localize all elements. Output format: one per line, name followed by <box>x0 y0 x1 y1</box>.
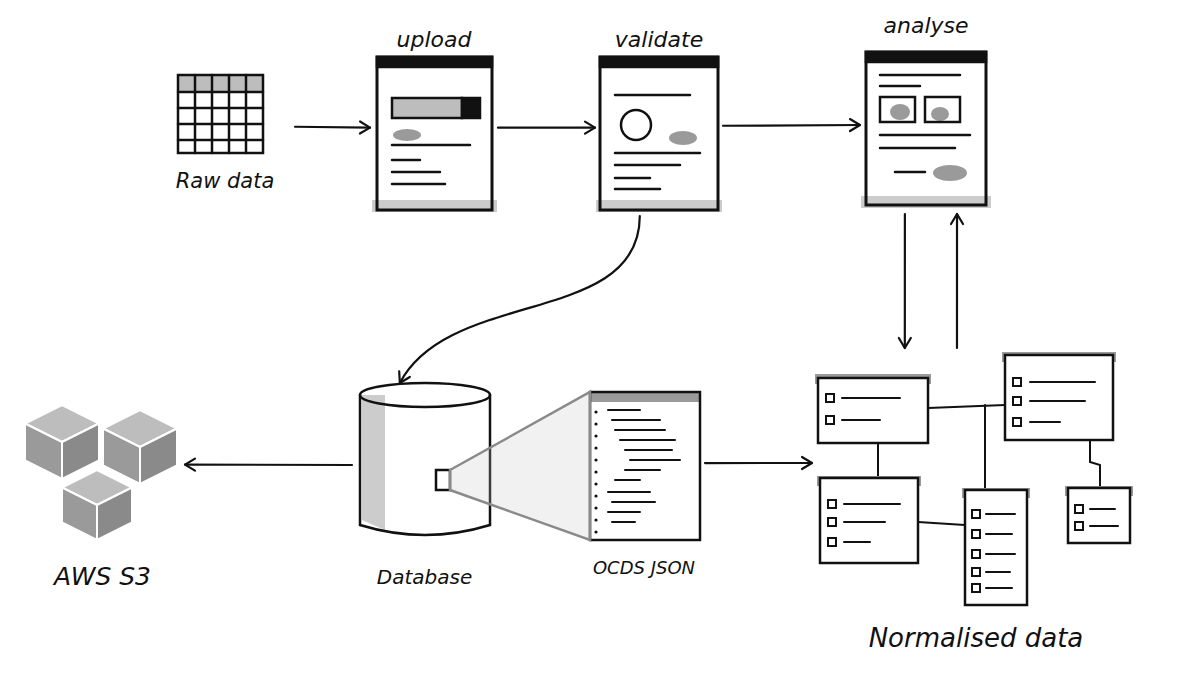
node-label: Raw data <box>131 170 319 193</box>
flow-arrow <box>705 462 812 464</box>
diagram-node: analyse <box>860 14 992 214</box>
node-label: Database <box>328 566 521 588</box>
flow-arrow <box>185 464 352 467</box>
diagram-node: upload <box>370 28 498 216</box>
flow-arrow <box>904 214 906 348</box>
node-label: OCDS JSON <box>559 558 729 578</box>
diagram-node: OCDS JSON <box>583 388 705 578</box>
flow-arrow <box>498 127 595 129</box>
flow-arrow <box>723 124 860 127</box>
node-label: validate <box>571 28 747 52</box>
node-label: AWS S3 <box>0 563 209 591</box>
node-label: Normalised data <box>788 624 1164 653</box>
flow-arrow <box>450 392 590 540</box>
node-label: upload <box>346 28 522 52</box>
flow-arrow <box>295 126 370 129</box>
diagram-node: Normalised data <box>812 348 1140 653</box>
diagram-node: validate <box>595 28 723 216</box>
diagram-node: AWS S3 <box>20 400 185 590</box>
node-label: analyse <box>836 14 1016 38</box>
diagram-node: Raw data <box>155 68 295 193</box>
flow-arrow <box>956 214 958 348</box>
flow-arrow <box>400 216 640 383</box>
